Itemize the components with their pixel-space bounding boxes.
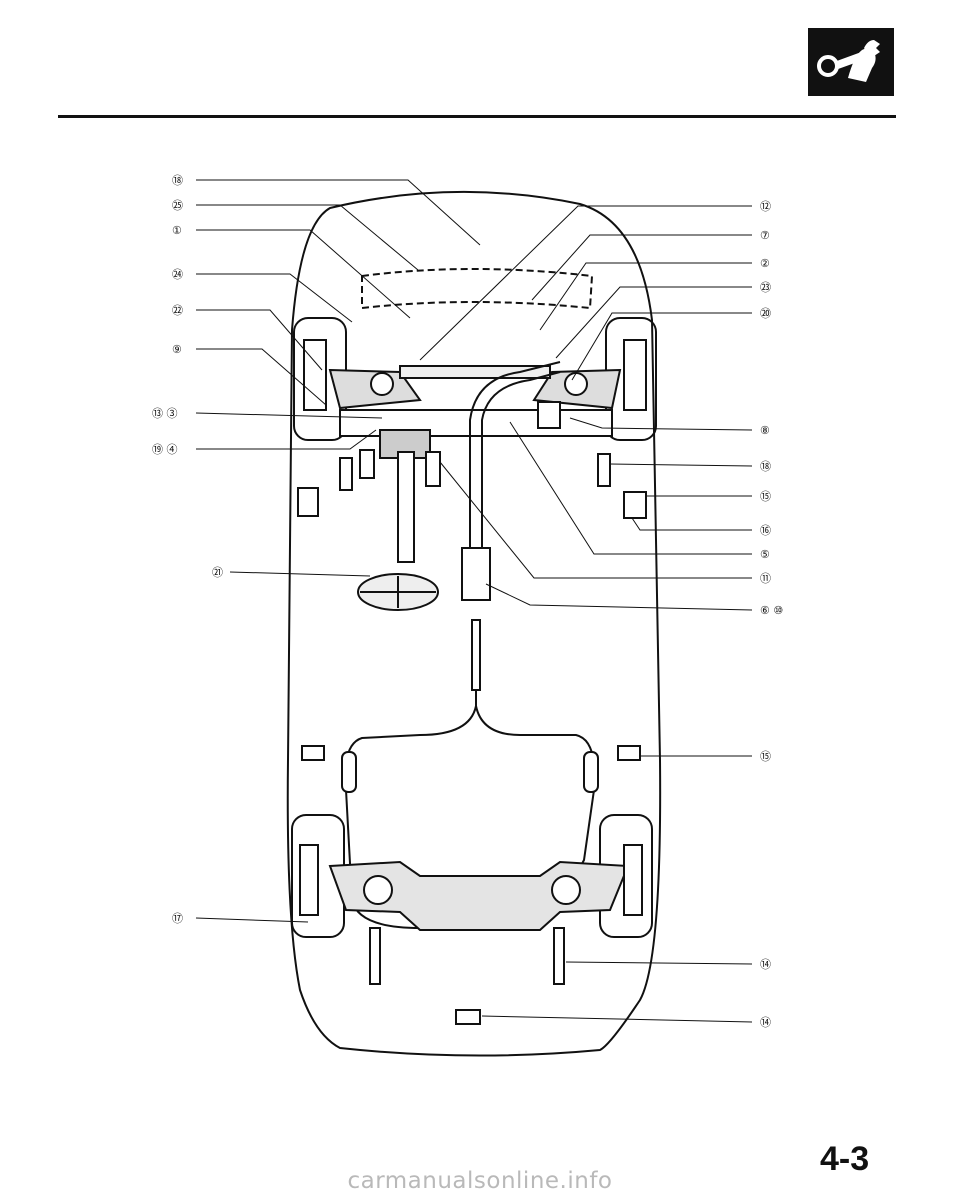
callout-left-7: ⑬ ③ (152, 407, 178, 420)
callout-left-4: ㉔ (172, 268, 183, 281)
callout-right-10: ⑤ (760, 548, 770, 561)
cable-bracket-right (583, 751, 599, 793)
callout-left-3: ① (172, 224, 182, 237)
callout-right-5: ⑳ (760, 307, 771, 320)
car-body-outline (286, 190, 662, 1057)
callout-left-6: ⑨ (172, 343, 182, 356)
callout-right-7: ⑱ (760, 460, 771, 473)
header-rule (58, 115, 896, 118)
bracket-right-1 (597, 453, 611, 487)
bracket-left-2 (359, 449, 375, 479)
callout-right-14: ⑭ (760, 958, 771, 971)
brake-line-2 (481, 371, 561, 548)
callout-right-11: ⑪ (760, 572, 771, 585)
callout-right-9: ⑯ (760, 524, 771, 537)
rear-left-rod (369, 927, 381, 985)
bracket-center (425, 451, 441, 487)
rear-left-damper (299, 844, 319, 916)
rear-right-damper (623, 844, 643, 916)
bracket-left-3 (297, 487, 319, 517)
bracket-left-1 (339, 457, 353, 491)
callout-left-5: ㉒ (172, 304, 183, 317)
tailpipe-mount (455, 1009, 481, 1025)
page-number: 4-3 (820, 1140, 870, 1178)
callout-right-3: ② (760, 257, 770, 270)
callout-right-15: ⑭ (760, 1016, 771, 1029)
callout-right-13: ⑮ (760, 750, 771, 763)
rear-subframe (328, 860, 630, 931)
rear-right-rod (553, 927, 565, 985)
watermark-link[interactable]: carmanualsonline.info (347, 1168, 613, 1194)
callout-left-9: ㉑ (212, 566, 223, 579)
rear-right-bushing (551, 875, 581, 905)
front-left-ball-joint (370, 372, 394, 396)
rear-left-bushing (363, 875, 393, 905)
parking-brake-lever (471, 619, 481, 691)
callout-right-8: ⑮ (760, 490, 771, 503)
callout-right-12: ⑥ ⑩ (760, 604, 783, 617)
callout-left-10: ⑰ (172, 912, 183, 925)
front-right-bracket (537, 401, 561, 429)
section-logo (808, 28, 894, 96)
steering-column (397, 451, 415, 563)
front-trunk-panel (361, 268, 594, 310)
callout-left-1: ⑱ (172, 174, 183, 187)
callout-right-6: ⑧ (760, 424, 770, 437)
wrench-fist-icon (817, 40, 880, 82)
front-left-damper (303, 339, 327, 411)
pedal-assembly (461, 547, 491, 601)
callout-right-4: ㉓ (760, 281, 771, 294)
steering-rack (399, 365, 551, 379)
front-right-damper (623, 339, 647, 411)
body-mount-right (617, 745, 641, 761)
brake-line-1 (469, 361, 561, 548)
callout-left-2: ㉕ (172, 199, 183, 212)
callout-left-8: ⑲ ④ (152, 443, 178, 456)
callout-right-1: ⑫ (760, 200, 771, 213)
bracket-right-2 (623, 491, 647, 519)
cable-bracket-left (341, 751, 357, 793)
front-right-ball-joint (564, 372, 588, 396)
callout-right-2: ⑦ (760, 229, 770, 242)
body-mount-left (301, 745, 325, 761)
